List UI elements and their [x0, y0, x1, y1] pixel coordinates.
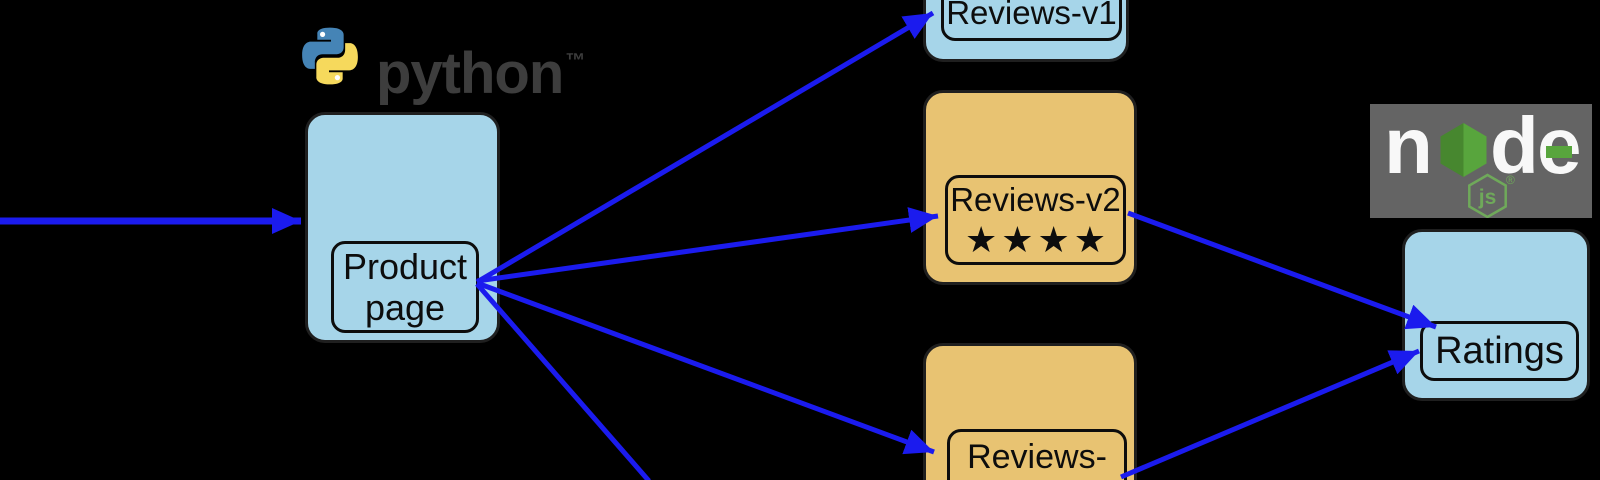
product-page-label-line2: page: [364, 287, 446, 328]
node-reviews-v1: Reviews-v1: [923, 0, 1129, 62]
reviews-v2-label-text: Reviews-v2: [950, 180, 1121, 218]
nodejs-letter-d: d: [1490, 104, 1539, 190]
reviews-v2-label: Reviews-v2 ★★★★: [945, 175, 1126, 265]
edge-productpage-to-reviews-v1: [475, 10, 935, 285]
nodejs-js-hexagon-icon: [1468, 173, 1507, 218]
edge-productpage-to-offscreen: [475, 282, 651, 480]
nodejs-hexagon-icon-facet: [1463, 123, 1487, 177]
node-product-page: Product page: [305, 112, 500, 343]
nodejs-hexagon-icon: [1440, 123, 1464, 177]
reviews-v2-stars: ★★★★: [964, 218, 1111, 260]
edge-productpage-to-reviews-v3: [476, 280, 935, 455]
ratings-label: Ratings: [1420, 321, 1579, 381]
trademark-symbol: ™: [565, 50, 585, 72]
nodejs-js-text: js: [1478, 186, 1497, 209]
python-eye-bottom: [334, 75, 341, 81]
node-reviews-v3: Reviews-v3: [923, 343, 1137, 480]
edge-reviews-v2-to-ratings: [1127, 210, 1437, 330]
reviews-v1-label: Reviews-v1: [941, 0, 1122, 41]
nodejs-logo: n d e js ®: [1370, 104, 1592, 218]
nodejs-e-green-bar: [1546, 146, 1572, 158]
node-reviews-v2: Reviews-v2 ★★★★: [923, 90, 1137, 285]
python-icon: [302, 27, 358, 85]
edge-reviews-v3-to-ratings: [1120, 348, 1420, 480]
reviews-v1-label-text: Reviews-v1: [946, 0, 1117, 31]
reviews-v3-label: Reviews-v3: [947, 429, 1127, 480]
registered-symbol: ®: [1506, 173, 1515, 187]
python-wordmark-text: python: [376, 41, 564, 106]
edge-productpage-to-reviews-v2: [476, 207, 939, 284]
python-eye-top: [319, 31, 326, 37]
product-page-label-line1: Product: [342, 246, 468, 287]
nodejs-letter-n: n: [1384, 104, 1433, 190]
reviews-v3-label-text: Reviews-v3: [967, 438, 1107, 480]
ratings-label-text: Ratings: [1435, 329, 1564, 372]
